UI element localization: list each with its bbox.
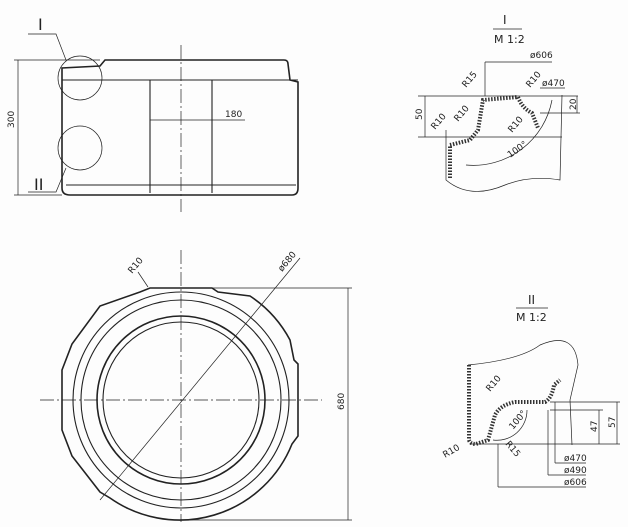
dim-d470: ø470: [564, 454, 587, 464]
detail-1-scale: M 1:2: [494, 33, 525, 46]
diameter-label: ø680: [277, 250, 299, 274]
dim-r10-bottom: R10: [442, 443, 463, 461]
detail-1: I M 1:2 50 ø606 R15 R10 ø470 R10 R10 R10…: [415, 13, 580, 192]
dim-d490: ø490: [564, 466, 587, 476]
dim-r10-a: R10: [430, 112, 449, 132]
detail-1-marker-circle: [57, 55, 103, 101]
radius-label: R10: [127, 256, 146, 276]
dim-r10-top: R10: [485, 374, 504, 394]
dim-angle-100: 100°: [506, 140, 530, 161]
dim-d606: ø606: [564, 478, 587, 488]
detail-1-title: I: [503, 13, 507, 27]
overall-dimension: 680: [337, 393, 347, 410]
height-dimension: 300: [7, 111, 17, 128]
detail-2-callout: II: [34, 175, 43, 194]
dim-r15: R15: [503, 440, 522, 460]
detail-2-title: II: [528, 293, 535, 307]
detail-2-marker-circle: [57, 125, 103, 171]
dim-47: 47: [590, 421, 600, 432]
dim-57: 57: [608, 417, 618, 428]
dim-20: 20: [569, 98, 579, 110]
dim-r10-top: R10: [525, 70, 544, 90]
front-view: 300 180 I II: [7, 15, 299, 212]
detail-1-callout: I: [38, 15, 43, 34]
detail-2-scale: M 1:2: [516, 311, 547, 324]
dim-r15: R15: [461, 70, 480, 90]
detail-2: II M 1:2 47 57 R10 100° R10 R15 ø470 ø49…: [442, 293, 620, 488]
dim-50: 50: [415, 108, 425, 120]
dim-angle-100: 100°: [508, 409, 530, 432]
dim-r10-b: R10: [453, 104, 472, 124]
inner-width-dimension: 180: [225, 110, 242, 120]
plan-view: ø680 R10 680: [40, 250, 352, 522]
dim-r10-c: R10: [507, 115, 526, 135]
dim-d470: ø470: [542, 79, 565, 89]
dim-d606: ø606: [530, 51, 553, 61]
